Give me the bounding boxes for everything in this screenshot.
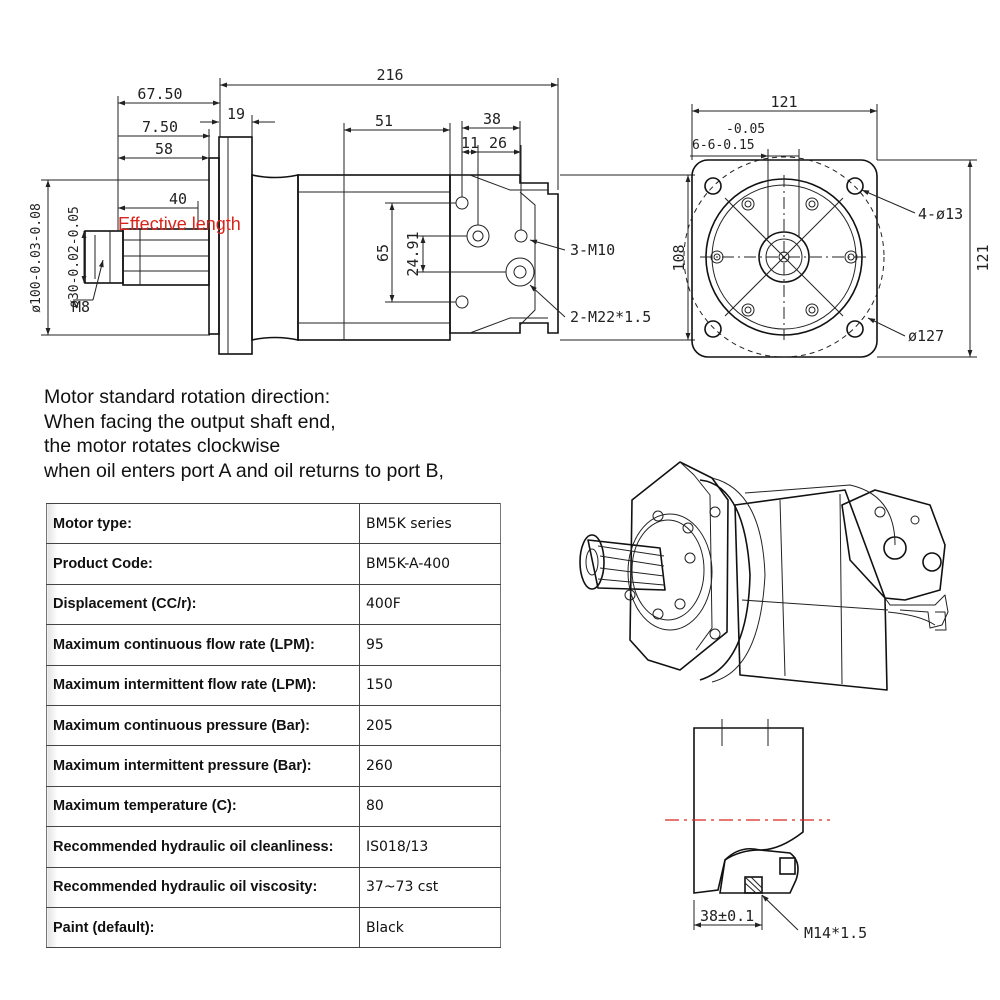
thread-3m10-label: 3-M10 bbox=[570, 241, 615, 259]
front-dim-key-tolerance: -0.05 bbox=[726, 122, 765, 137]
table-row: Motor type: BM5K series bbox=[46, 502, 501, 545]
dim-51: 51 bbox=[375, 112, 393, 130]
front-dim-bolt-circle: ø127 bbox=[908, 327, 944, 345]
dim-7-50: 7.50 bbox=[142, 118, 178, 136]
dim-19: 19 bbox=[227, 105, 245, 123]
effective-length-label: Effective length bbox=[118, 214, 241, 234]
spec-value: BM5K series bbox=[359, 502, 501, 545]
spec-label: Maximum continuous flow rate (LPM): bbox=[46, 624, 360, 666]
spec-value: BM5K-A-400 bbox=[359, 543, 501, 585]
detail-dim-depth: 38±0.1 bbox=[700, 907, 754, 925]
note-line: When facing the output shaft end, bbox=[44, 410, 336, 433]
isometric-view bbox=[579, 461, 949, 691]
dim-67-50: 67.50 bbox=[137, 85, 182, 103]
table-row: Maximum temperature (C): 80 bbox=[46, 785, 501, 828]
spec-value: IS018/13 bbox=[359, 826, 501, 868]
dim-26: 26 bbox=[489, 134, 507, 152]
spec-value: 150 bbox=[359, 664, 501, 706]
spec-label: Maximum continuous pressure (Bar): bbox=[46, 704, 360, 747]
mounting-flange bbox=[208, 136, 299, 355]
dim-shaft-diameter: ø30-0.02-0.05 bbox=[67, 206, 82, 308]
dim-40: 40 bbox=[169, 190, 187, 208]
side-view-labels: 216 67.50 19 7.50 58 40 51 38 11 26 65 2… bbox=[29, 66, 688, 326]
table-row: Recommended hydraulic oil viscosity: 37~… bbox=[46, 866, 501, 908]
table-row: Maximum intermittent pressure (Bar): 260 bbox=[46, 745, 501, 787]
detail-dim-thread: M14*1.5 bbox=[804, 924, 867, 942]
spec-value: Black bbox=[359, 906, 501, 949]
dim-38: 38 bbox=[483, 110, 501, 128]
dim-216: 216 bbox=[376, 66, 403, 84]
spec-value: 95 bbox=[359, 624, 501, 666]
dim-pilot-diameter: ø100-0.03-0.08 bbox=[29, 203, 44, 313]
front-dim-holes: 4-ø13 bbox=[918, 205, 963, 223]
table-row: Recommended hydraulic oil cleanliness: I… bbox=[46, 826, 501, 868]
side-view: 216 67.50 19 7.50 58 40 51 38 11 26 65 2… bbox=[29, 66, 695, 355]
spec-label: Motor type: bbox=[46, 502, 360, 545]
bolt-holes bbox=[710, 197, 858, 317]
spec-label: Recommended hydraulic oil cleanliness: bbox=[46, 826, 360, 868]
dim-108: 108 bbox=[670, 244, 688, 271]
spec-value: 400F bbox=[359, 583, 501, 626]
dim-65: 65 bbox=[374, 244, 392, 262]
note-line: the motor rotates clockwise bbox=[44, 435, 281, 457]
thread-m8-label: M8 bbox=[72, 298, 90, 316]
spec-label: Maximum temperature (C): bbox=[46, 785, 360, 828]
note-line: when oil enters port A and oil returns t… bbox=[44, 459, 444, 482]
mounting-holes bbox=[704, 177, 864, 338]
spec-label: Paint (default): bbox=[46, 906, 360, 949]
front-dim-121-height: 121 bbox=[974, 244, 992, 271]
front-dim-key-width: 6-6-0.15 bbox=[692, 138, 755, 153]
front-view: 121 -0.05 6-6-0.15 121 4-ø13 ø127 bbox=[683, 93, 992, 358]
spec-label: Maximum intermittent flow rate (LPM): bbox=[46, 664, 360, 706]
bolt-circle bbox=[683, 156, 885, 358]
port-block bbox=[449, 174, 559, 334]
table-row: Maximum continuous flow rate (LPM): 95 bbox=[46, 624, 501, 666]
dim-24-91: 24.91 bbox=[404, 231, 422, 276]
spec-value: 80 bbox=[359, 785, 501, 828]
rotation-notes: Motor standard rotation direction: When … bbox=[44, 385, 564, 483]
output-shaft bbox=[84, 228, 210, 286]
table-row: Displacement (CC/r): 400F bbox=[46, 583, 501, 626]
spec-value: 37~73 cst bbox=[359, 866, 501, 908]
thread-2m22-label: 2-M22*1.5 bbox=[570, 308, 651, 326]
spec-value: 205 bbox=[359, 704, 501, 747]
dim-58: 58 bbox=[155, 140, 173, 158]
spec-table: Motor type: BM5K series Product Code: BM… bbox=[46, 502, 501, 949]
table-row: Maximum intermittent flow rate (LPM): 15… bbox=[46, 664, 501, 706]
table-row: Maximum continuous pressure (Bar): 205 bbox=[46, 704, 501, 747]
spec-value: 260 bbox=[359, 745, 501, 787]
table-row: Product Code: BM5K-A-400 bbox=[46, 543, 501, 585]
front-dim-121-width: 121 bbox=[770, 93, 797, 111]
spec-label: Product Code: bbox=[46, 543, 360, 585]
dimension-lines bbox=[41, 78, 695, 341]
note-line: Motor standard rotation direction: bbox=[44, 386, 331, 408]
spec-label: Maximum intermittent pressure (Bar): bbox=[46, 745, 360, 787]
dim-11: 11 bbox=[461, 134, 479, 152]
spec-label: Recommended hydraulic oil viscosity: bbox=[46, 866, 360, 908]
spec-label: Displacement (CC/r): bbox=[46, 583, 360, 626]
detail-view: 38±0.1 M14*1.5 bbox=[665, 719, 867, 942]
table-row: Paint (default): Black bbox=[46, 906, 501, 949]
